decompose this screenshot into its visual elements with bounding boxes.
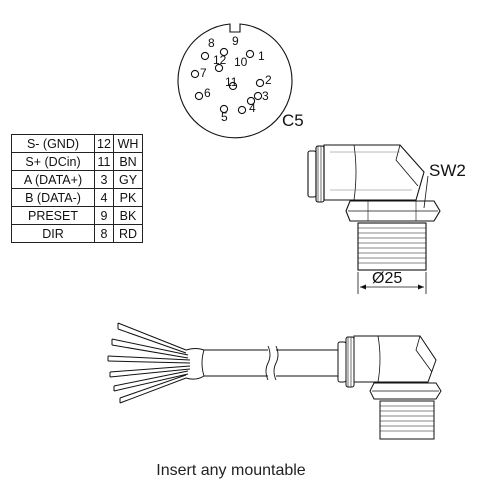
pin-number: 6 <box>204 86 211 100</box>
table-row: A (DATA+) 3 GY <box>11 170 143 189</box>
cable-cap <box>307 150 317 198</box>
pin-number: 9 <box>232 34 239 48</box>
table-row: DIR 8 RD <box>11 224 143 243</box>
knurled-ring <box>379 400 435 440</box>
color-cell: WH <box>113 134 143 153</box>
cable-break <box>265 345 271 381</box>
pin-number: 12 <box>213 53 227 67</box>
pin-hole <box>194 91 204 101</box>
wire <box>117 322 187 351</box>
pin-number: 11 <box>225 75 238 89</box>
color-cell: BN <box>113 152 143 171</box>
pin-number: 2 <box>265 73 272 87</box>
wire <box>107 355 191 361</box>
table-row: B (DATA-) 4 PK <box>11 188 143 207</box>
pin-hole <box>255 78 265 88</box>
pin-hole <box>214 63 224 73</box>
pin-cell: 4 <box>94 188 114 207</box>
color-cell: PK <box>113 188 143 207</box>
pin-hole <box>219 104 229 114</box>
pin-hole <box>219 47 229 57</box>
pin-number: 8 <box>208 36 215 50</box>
pin-hole <box>237 105 247 115</box>
wire <box>111 338 189 356</box>
pin-cell: 12 <box>94 134 114 153</box>
pin-number: 3 <box>262 89 269 103</box>
color-cell: RD <box>113 224 143 243</box>
color-cell: GY <box>113 170 143 189</box>
pin-hole <box>228 81 238 91</box>
wire <box>113 370 189 387</box>
wire <box>107 360 191 364</box>
pin-hole <box>200 51 210 61</box>
connector-body <box>353 335 437 383</box>
hex-nut <box>345 200 441 222</box>
leader-line <box>423 175 429 209</box>
pin-hole <box>190 69 200 79</box>
pin-cell: 9 <box>94 206 114 225</box>
color-cell: BK <box>113 206 143 225</box>
wrench-size-label: SW2 <box>429 161 466 180</box>
diameter-label: Ø25 <box>372 270 402 287</box>
pin-cell: 3 <box>94 170 114 189</box>
wire <box>119 374 187 399</box>
cable-cap <box>337 341 347 383</box>
signal-cell: PRESET <box>11 206 95 225</box>
cable-jacket <box>185 348 268 351</box>
wire <box>119 377 187 404</box>
connector-outline <box>177 23 293 139</box>
pin-number: 4 <box>249 101 256 115</box>
table-row: S- (GND) 12 WH <box>11 134 143 153</box>
pin-hole <box>245 49 255 59</box>
signal-cell: DIR <box>11 224 95 243</box>
caption: Insert any mountable <box>156 462 306 479</box>
pin-hole <box>253 91 263 101</box>
wire <box>111 344 189 359</box>
cable-assembly <box>107 322 442 440</box>
pin-cell: 11 <box>94 152 114 171</box>
connector-label: C5 <box>282 111 304 130</box>
pin-hole <box>246 96 256 106</box>
pin-numbers: 1 2 3 4 5 6 7 8 9 10 11 12 <box>200 34 272 124</box>
wire <box>117 328 187 354</box>
signal-cell: S- (GND) <box>11 134 95 153</box>
connector-face <box>177 23 293 139</box>
signal-cell: A (DATA+) <box>11 170 95 189</box>
signal-cell: B (DATA-) <box>11 188 95 207</box>
wire <box>109 365 191 373</box>
pin-number: 5 <box>221 110 228 124</box>
pin-number: 7 <box>200 66 207 80</box>
angled-connector <box>307 144 441 294</box>
table-row: PRESET 9 BK <box>11 206 143 225</box>
knurled-ring <box>357 222 427 271</box>
pinout-table: S- (GND) 12 WH S+ (DCin) 11 BN A (DATA+)… <box>11 134 143 243</box>
connector-body <box>323 144 425 201</box>
wire <box>113 373 189 392</box>
table-row: S+ (DCin) 11 BN <box>11 152 143 171</box>
hex-nut <box>369 382 442 400</box>
cable-cap <box>315 145 325 203</box>
pin-cell: 8 <box>94 224 114 243</box>
pin-number: 10 <box>234 55 248 69</box>
signal-cell: S+ (DCin) <box>11 152 95 171</box>
pin-number: 1 <box>258 49 265 63</box>
wire <box>109 368 191 378</box>
